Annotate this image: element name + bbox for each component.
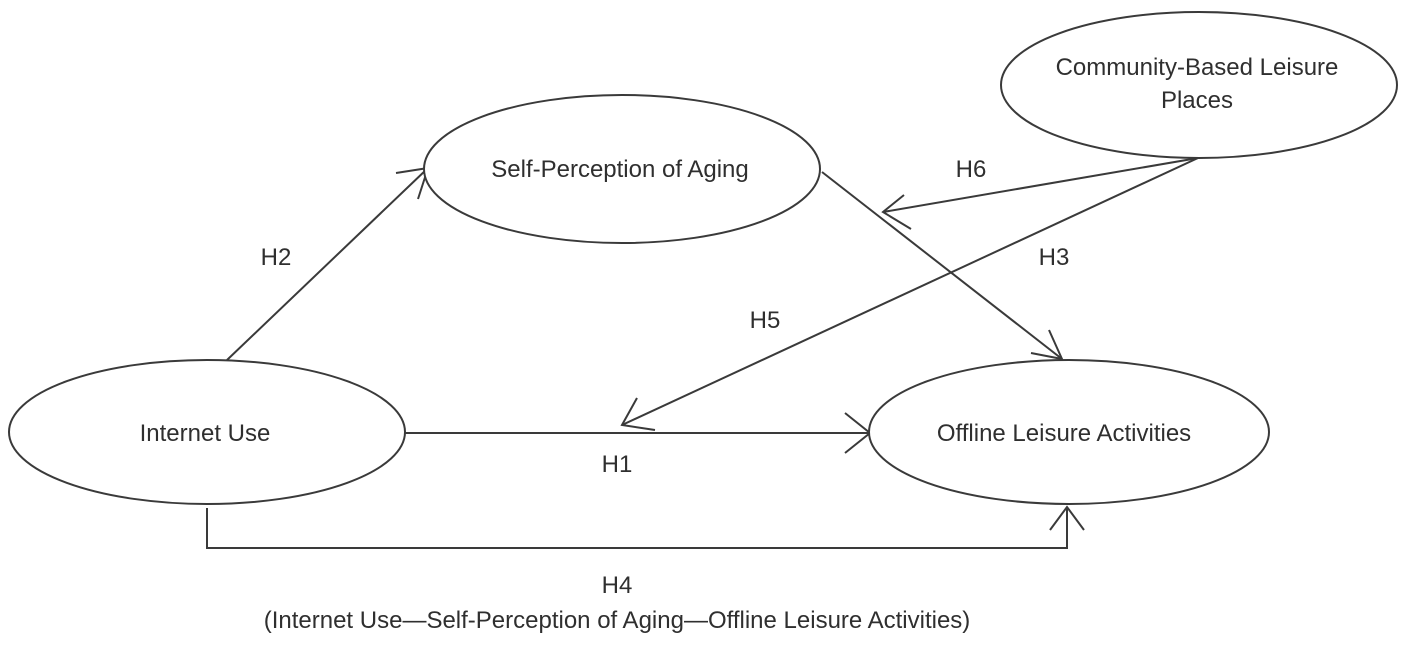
edge-label-h3: H3	[1039, 244, 1070, 271]
node-internet-use: Internet Use	[8, 359, 406, 505]
edge-label-h1: H1	[602, 451, 633, 478]
edge-h4	[206, 507, 1068, 549]
node-community-label-line1: Community-Based Leisure	[1056, 54, 1339, 81]
edges	[206, 157, 1199, 549]
edge-label-h4: H4	[602, 572, 633, 599]
node-offline-leisure-label: Offline Leisure Activities	[937, 420, 1191, 447]
edge-h5	[621, 157, 1199, 426]
node-community-label-line2: Places	[1161, 87, 1233, 114]
node-internet-use-ellipse	[8, 359, 406, 505]
node-community-ellipse	[1000, 11, 1398, 159]
edge-h4-arrowhead	[1049, 505, 1085, 531]
node-self-perception: Self-Perception of Aging	[423, 94, 821, 244]
edge-label-h2: H2	[261, 244, 292, 271]
edge-h3	[821, 171, 1063, 360]
node-self-perception-label: Self-Perception of Aging	[491, 156, 749, 183]
edge-h2	[226, 167, 429, 361]
h4-path-description: (Internet Use—Self-Perception of Aging—O…	[264, 607, 971, 634]
node-self-perception-ellipse	[423, 94, 821, 244]
edge-h5-arrowhead	[620, 397, 656, 431]
edge-label-h5: H5	[750, 307, 781, 334]
edge-label-h6: H6	[956, 156, 987, 183]
node-offline-leisure: Offline Leisure Activities	[868, 359, 1270, 505]
edge-labels: H1 H2 H3 H4 H5 H6	[261, 156, 1070, 599]
edge-h6	[882, 157, 1199, 213]
node-internet-use-label: Internet Use	[140, 420, 271, 447]
edge-h6-arrowhead	[881, 194, 912, 230]
node-offline-leisure-ellipse	[868, 359, 1270, 505]
edge-h3-arrowhead	[1030, 329, 1064, 361]
node-community: Community-Based Leisure Places	[1000, 11, 1398, 159]
